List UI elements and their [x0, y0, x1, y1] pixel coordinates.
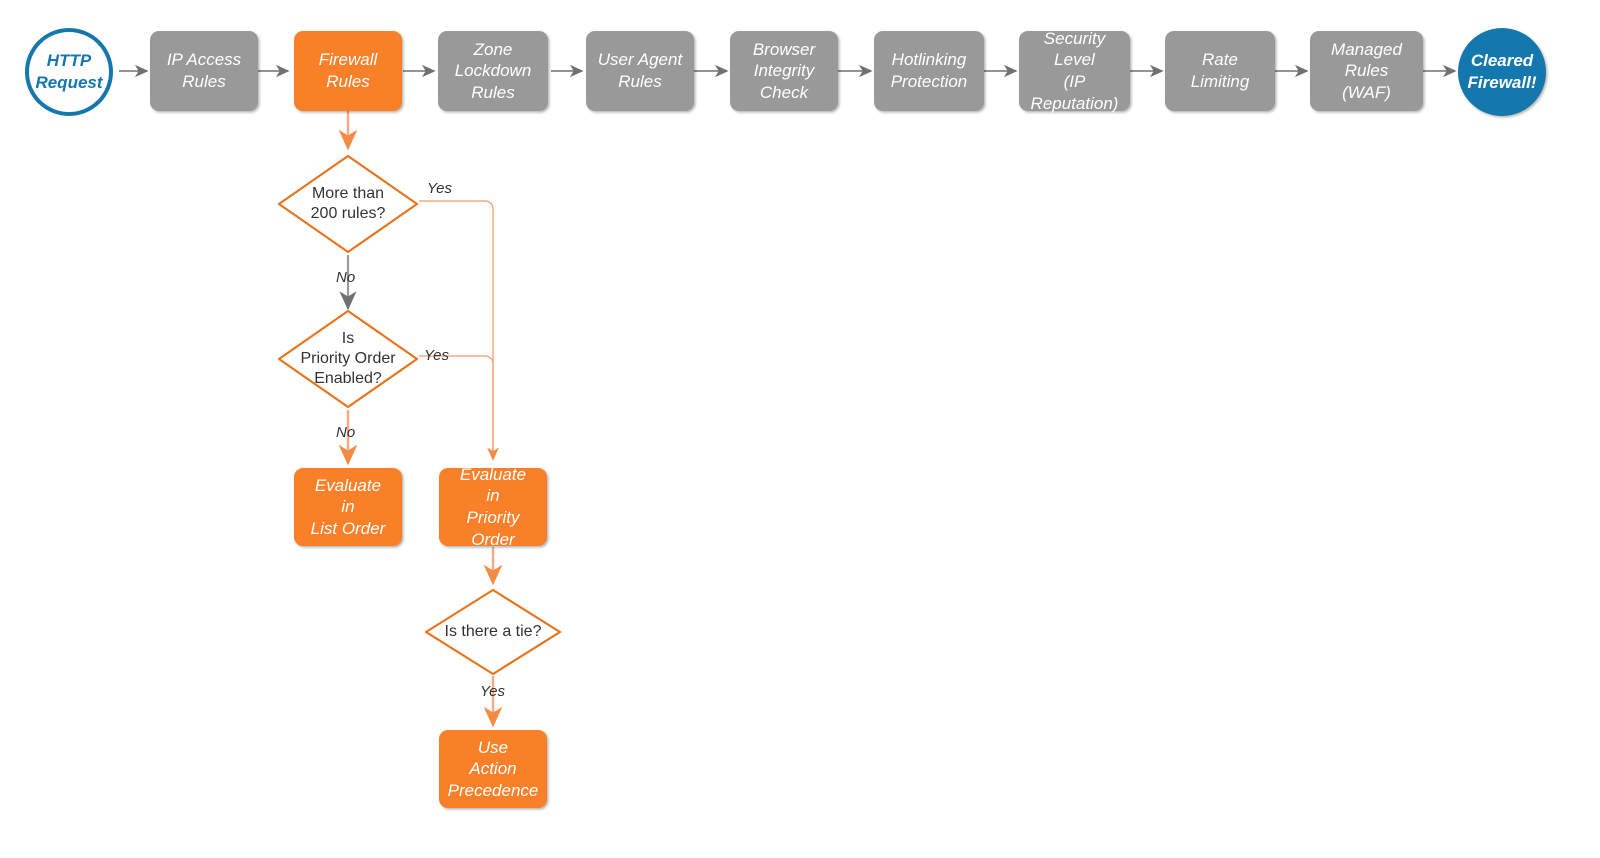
node-ip-access-rules[interactable]: IP Access Rules — [150, 31, 258, 111]
node-cleared-firewall-label: Cleared Firewall! — [1467, 51, 1537, 92]
node-security-level-label: Security Level (IP Reputation) — [1030, 28, 1119, 113]
node-user-agent-rules[interactable]: User Agent Rules — [586, 31, 694, 111]
node-user-agent-rules-label: User Agent Rules — [597, 50, 683, 91]
node-evaluate-list-order-label: Evaluate in List Order — [310, 475, 386, 538]
node-managed-rules-waf[interactable]: Managed Rules (WAF) — [1310, 31, 1423, 111]
node-browser-integrity-check[interactable]: Browser Integrity Check — [730, 31, 838, 111]
decision-more-than-200-rules[interactable]: More than 200 rules? — [277, 154, 419, 254]
edge-d1-yes — [419, 200, 499, 461]
node-evaluate-priority-order[interactable]: Evaluate in Priority Order — [439, 465, 547, 549]
edge-d2-yes — [419, 355, 499, 461]
node-hotlinking-protection[interactable]: Hotlinking Protection — [874, 31, 984, 111]
node-security-level[interactable]: Security Level (IP Reputation) — [1019, 28, 1130, 113]
node-managed-rules-waf-label: Managed Rules (WAF) — [1331, 39, 1402, 102]
node-evaluate-list-order[interactable]: Evaluate in List Order — [294, 468, 402, 546]
edge-label-d2-no: No — [336, 424, 356, 441]
edge-label-d1-no: No — [336, 269, 356, 286]
node-cleared-firewall[interactable]: Cleared Firewall! — [1458, 28, 1546, 116]
node-firewall-rules[interactable]: Firewall Rules — [294, 31, 402, 111]
node-evaluate-priority-order-label: Evaluate in Priority Order — [459, 464, 527, 549]
edge-label-d1-yes: Yes — [427, 180, 453, 197]
node-rate-limiting[interactable]: Rate Limiting — [1165, 31, 1275, 111]
node-zone-lockdown-rules-label: Zone Lockdown Rules — [454, 39, 532, 102]
decision-is-there-a-tie[interactable]: Is there a tie? — [424, 588, 562, 676]
node-zone-lockdown-rules[interactable]: Zone Lockdown Rules — [438, 31, 548, 111]
node-use-action-precedence-label: Use Action Precedence — [447, 737, 539, 800]
diamond-shape — [277, 309, 419, 409]
node-http-request[interactable]: HTTP Request — [25, 28, 113, 116]
edge-label-d2-yes: Yes — [424, 347, 450, 364]
edge-label-d3-yes: Yes — [480, 683, 506, 700]
decision-is-priority-order-enabled[interactable]: Is Priority Order Enabled? — [277, 309, 419, 409]
diamond-shape — [424, 588, 562, 676]
node-hotlinking-protection-label: Hotlinking Protection — [890, 50, 968, 91]
diamond-shape — [277, 154, 419, 254]
decision-more-than-200-rules-label: More than 200 rules? — [310, 184, 386, 222]
node-rate-limiting-label: Rate Limiting — [1190, 50, 1250, 91]
decision-is-there-a-tie-label: Is there a tie? — [444, 622, 542, 640]
decision-is-priority-order-enabled-label: Is Priority Order Enabled? — [300, 329, 396, 388]
node-http-request-label: HTTP Request — [35, 51, 103, 92]
node-firewall-rules-label: Firewall Rules — [318, 50, 378, 91]
node-browser-integrity-check-label: Browser Integrity Check — [752, 39, 816, 102]
node-ip-access-rules-label: IP Access Rules — [166, 50, 242, 91]
node-use-action-precedence[interactable]: Use Action Precedence — [439, 730, 547, 808]
